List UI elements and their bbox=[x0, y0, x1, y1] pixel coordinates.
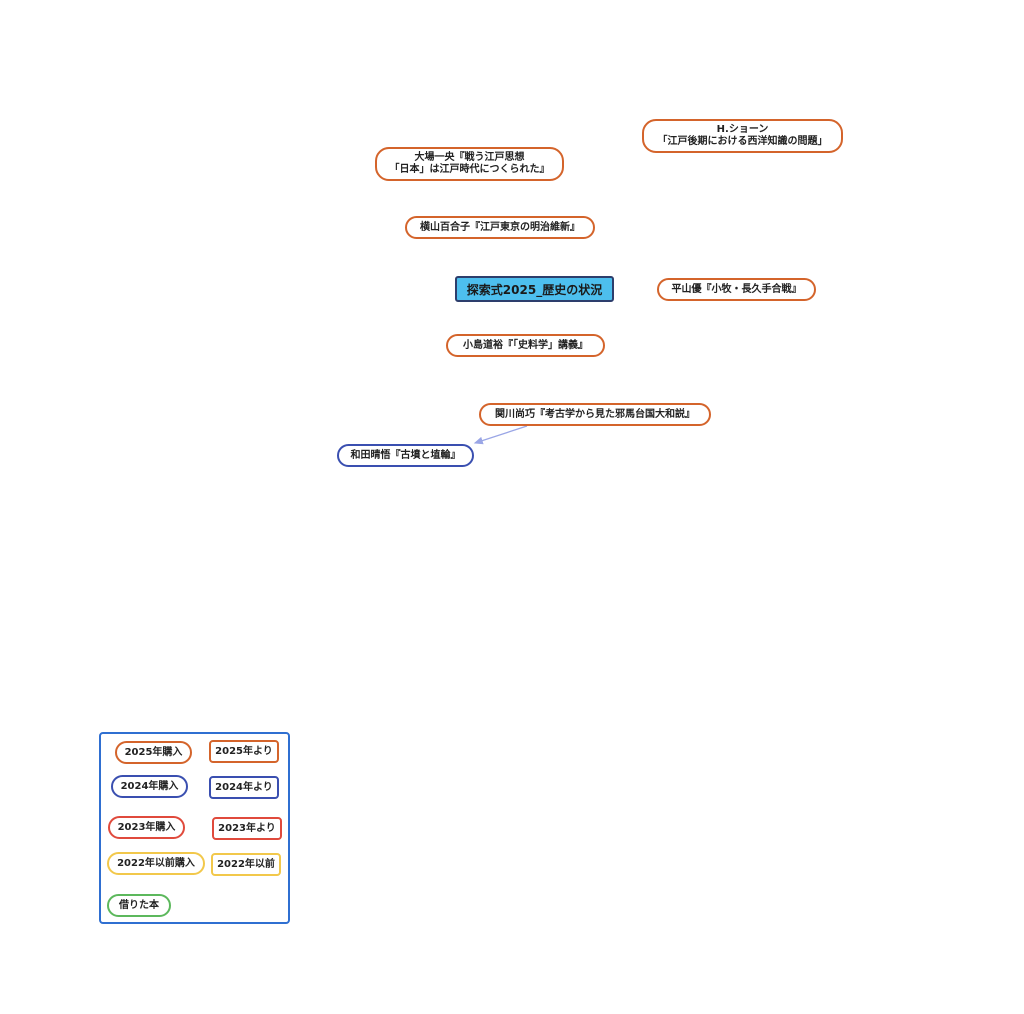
book-title: 関川尚巧『考古学から見た邪馬台国大和説』 bbox=[495, 408, 695, 420]
legend-item-2024-from: 2024年より bbox=[209, 776, 279, 799]
book-node-oba[interactable]: 大場一央『戦う江戸思想 「日本」は江戸時代につくられた』 bbox=[375, 147, 564, 181]
legend-item-2025-purchased: 2025年購入 bbox=[115, 741, 192, 764]
book-title-line2: 「日本」は江戸時代につくられた』 bbox=[389, 164, 550, 175]
legend-label: 2024年より bbox=[215, 781, 273, 793]
legend-label: 2025年購入 bbox=[124, 746, 183, 758]
book-title: 横山百合子『江戸東京の明治維新』 bbox=[420, 221, 580, 233]
book-title: 和田晴悟『古墳と埴輪』 bbox=[350, 449, 461, 461]
book-title-line1: H.ショーン bbox=[716, 124, 769, 135]
root-topic[interactable]: 探索式2025_歴史の状況 bbox=[455, 276, 614, 302]
book-node-yokoyama[interactable]: 横山百合子『江戸東京の明治維新』 bbox=[405, 216, 595, 239]
book-node-wada[interactable]: 和田晴悟『古墳と埴輪』 bbox=[337, 444, 474, 467]
book-title: 小島道裕『「史料学」講義』 bbox=[463, 339, 588, 351]
legend-label: 2023年より bbox=[218, 822, 276, 834]
legend-label: 2025年より bbox=[215, 745, 273, 757]
book-node-schorn[interactable]: H.ショーン 「江戸後期における西洋知識の問題」 bbox=[642, 119, 843, 153]
legend-item-2024-purchased: 2024年購入 bbox=[111, 775, 188, 798]
legend-item-2025-from: 2025年より bbox=[209, 740, 279, 763]
relation-arrow-sekigawa-to-wada bbox=[473, 425, 528, 445]
root-topic-label: 探索式2025_歴史の状況 bbox=[466, 282, 603, 297]
book-title-line2: 「江戸後期における西洋知識の問題」 bbox=[657, 136, 828, 147]
legend-label: 2024年購入 bbox=[120, 780, 179, 792]
legend-label: 借りた本 bbox=[119, 899, 159, 911]
legend-label: 2023年購入 bbox=[117, 821, 176, 833]
book-title: 平山優『小牧・長久手合戦』 bbox=[671, 283, 802, 295]
book-node-hirayama[interactable]: 平山優『小牧・長久手合戦』 bbox=[657, 278, 816, 301]
legend-item-borrowed: 借りた本 bbox=[107, 894, 171, 917]
legend-item-before-2022-purchased: 2022年以前購入 bbox=[107, 852, 205, 875]
legend-label: 2022年以前購入 bbox=[117, 857, 195, 869]
legend-item-before-2022: 2022年以前 bbox=[211, 853, 281, 876]
book-node-kojima[interactable]: 小島道裕『「史料学」講義』 bbox=[446, 334, 605, 357]
book-title-line1: 大場一央『戦う江戸思想 bbox=[414, 152, 525, 163]
legend-item-2023-purchased: 2023年購入 bbox=[108, 816, 185, 839]
book-node-sekigawa[interactable]: 関川尚巧『考古学から見た邪馬台国大和説』 bbox=[479, 403, 711, 426]
legend-item-2023-from: 2023年より bbox=[212, 817, 282, 840]
legend-label: 2022年以前 bbox=[217, 858, 275, 870]
